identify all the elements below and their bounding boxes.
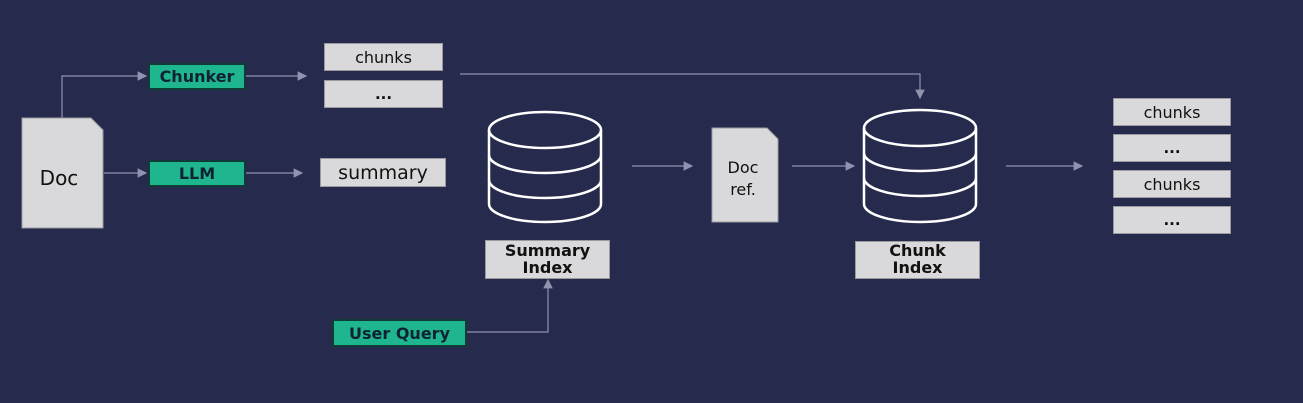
doc-ref-line1: Doc xyxy=(727,158,759,177)
summary-index-label-line1: Summary xyxy=(504,240,591,260)
user-query-label: User Query xyxy=(349,323,450,343)
summary-index-label-box: Summary Index xyxy=(485,240,610,279)
result-item: chunks xyxy=(1113,98,1231,126)
result-item: chunks xyxy=(1113,170,1231,198)
doc-page-icon xyxy=(21,117,104,229)
chunk-index-label-line2: Index xyxy=(892,258,943,277)
chunk-index-label-line1: Chunk xyxy=(889,241,946,261)
result-item-label: ... xyxy=(1163,139,1181,157)
llm-label: LLM xyxy=(178,164,216,183)
summary-label: summary xyxy=(338,161,428,184)
summary-index-label-line2: Index xyxy=(522,257,573,277)
summary-index-database-icon xyxy=(487,110,603,224)
chunks-ellipsis-label: ... xyxy=(374,85,393,103)
doc-ref-label: Doc ref. xyxy=(712,157,774,201)
result-item-label: chunks xyxy=(1143,174,1201,194)
doc-ref-page-icon xyxy=(711,127,779,223)
chunker-label: Chunker xyxy=(159,67,235,86)
summary-box: summary xyxy=(320,158,446,187)
arrow-doc-to-chunker xyxy=(61,71,148,118)
result-item: ... xyxy=(1113,134,1231,162)
result-item-label: ... xyxy=(1163,211,1181,229)
arrow-query-to-summary-index xyxy=(467,278,553,333)
doc-ref-line2: ref. xyxy=(730,180,756,199)
chunks-box: chunks xyxy=(324,43,443,71)
llm-box: LLM xyxy=(148,160,246,187)
result-item-label: chunks xyxy=(1143,102,1201,122)
user-query-box: User Query xyxy=(332,319,467,347)
doc-label: Doc xyxy=(39,166,79,190)
chunks-ellipsis-box: ... xyxy=(324,80,443,108)
arrow-chunks-to-chunk-index xyxy=(460,73,925,100)
chunk-index-label-box: Chunk Index xyxy=(855,241,980,279)
chunks-label: chunks xyxy=(355,47,412,67)
chunker-box: Chunker xyxy=(148,63,246,90)
chunk-index-database-icon xyxy=(862,108,978,224)
result-item: ... xyxy=(1113,206,1231,234)
